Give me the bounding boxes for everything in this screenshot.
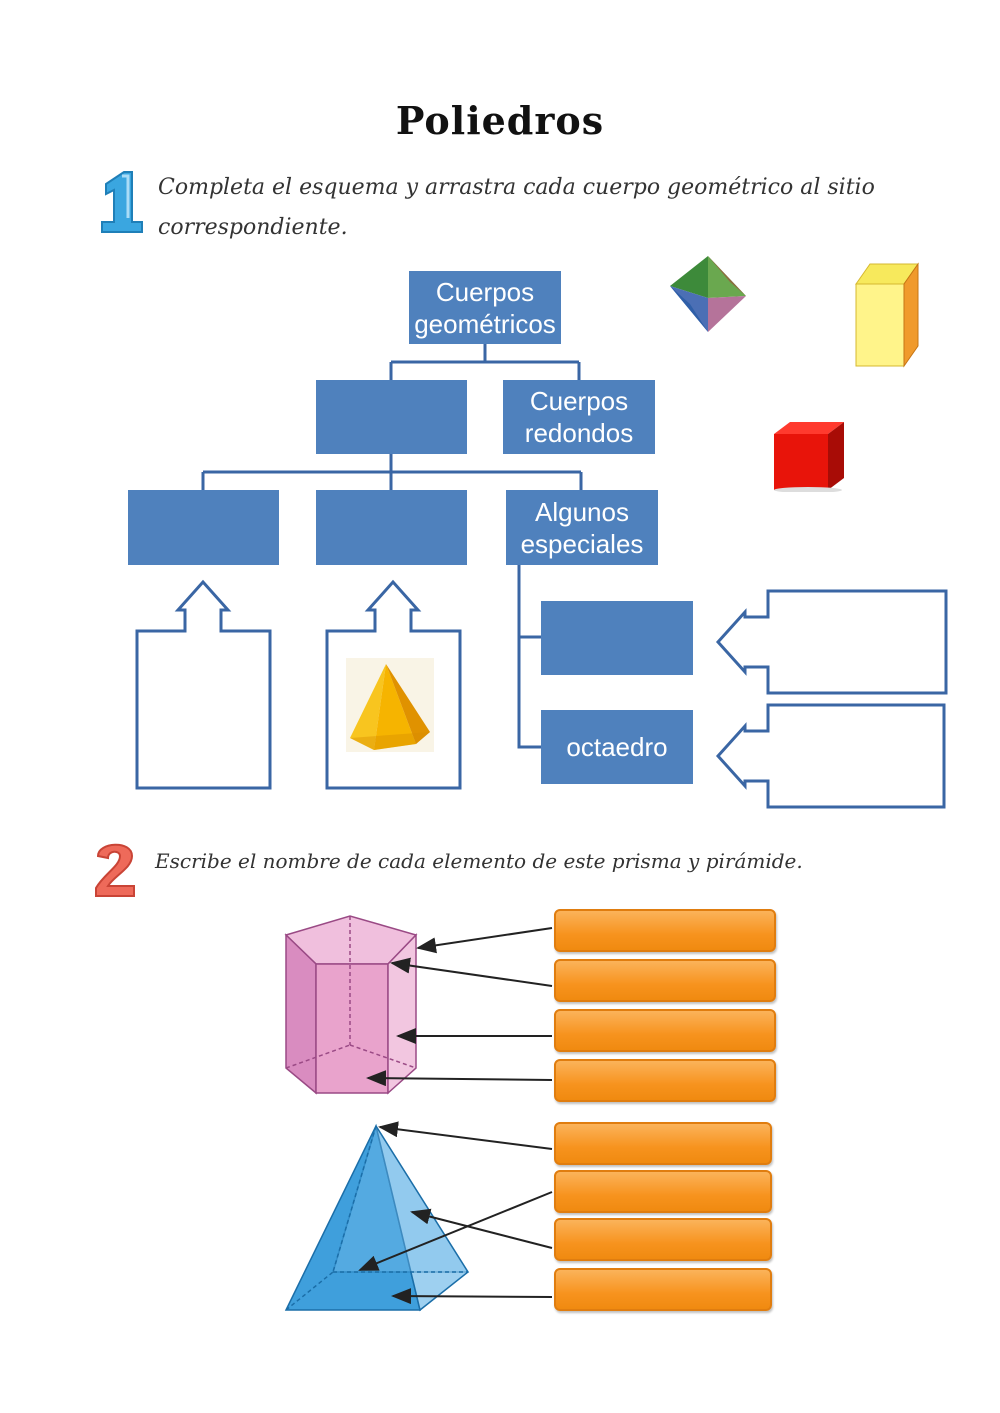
schema-level3-empty-box-2[interactable]: [316, 490, 467, 565]
pentagonal-prism: [284, 915, 418, 1095]
page-title: Poliedros: [395, 98, 605, 143]
schema-special-empty-box[interactable]: [541, 601, 693, 675]
schema-cuerpos-redondos-box: Cuerpos redondos: [503, 380, 655, 454]
prism-answer-field-4[interactable]: [554, 1059, 776, 1102]
prism-drop-target: [135, 579, 272, 790]
yellow-prism-shape[interactable]: [852, 260, 922, 368]
exercise-1-number-icon: [96, 168, 146, 234]
prism-answer-field-3[interactable]: [554, 1009, 776, 1052]
exercise-1-instruction: Completa el esquema y arrastra cada cuer…: [158, 175, 875, 240]
special-drop-target-2: [715, 703, 946, 809]
exercise-2-number-icon: [92, 838, 138, 898]
pyramid-answer-field-2[interactable]: [554, 1170, 772, 1213]
pyramid-answer-field-1[interactable]: [554, 1122, 772, 1165]
exercise-2-instruction: Escribe el nombre de cada elemento de es…: [155, 849, 803, 873]
schema-algunos-especiales-box: Algunos especiales: [506, 490, 658, 565]
pyramid-answer-field-4[interactable]: [554, 1268, 772, 1311]
red-cube-shape[interactable]: [768, 420, 848, 492]
schema-level2-empty-box[interactable]: [316, 380, 467, 454]
pyramid-answer-field-3[interactable]: [554, 1218, 772, 1261]
pyramid-image[interactable]: [346, 658, 434, 752]
prism-answer-field-1[interactable]: [554, 909, 776, 952]
schema-octaedro-box: octaedro: [541, 710, 693, 784]
schema-level3-empty-box-1[interactable]: [128, 490, 279, 565]
prism-answer-field-2[interactable]: [554, 959, 776, 1002]
square-pyramid: [284, 1123, 470, 1312]
octahedron-shape[interactable]: [668, 254, 748, 334]
schema-root-box: Cuerpos geométricos: [409, 271, 561, 344]
special-drop-target-1: [715, 589, 948, 695]
